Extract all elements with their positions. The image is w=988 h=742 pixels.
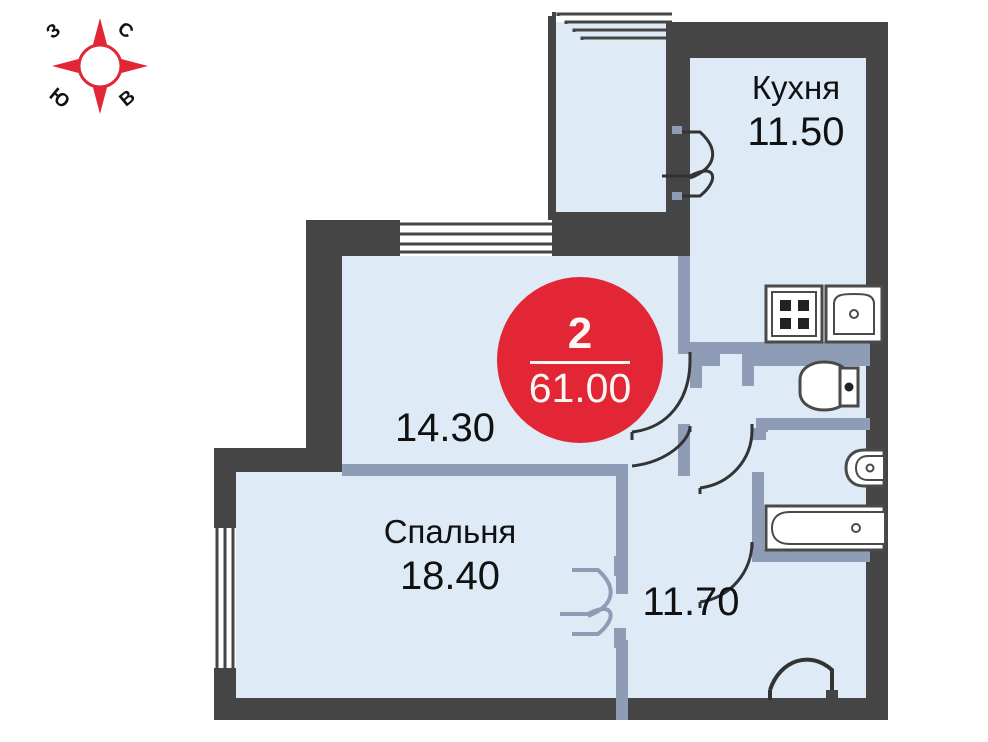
toilet-icon (798, 360, 860, 412)
apartment-badge: 2 61.00 (497, 277, 663, 443)
living-room-window (400, 220, 552, 256)
bathroom-door[interactable] (698, 541, 754, 608)
interior-walls (342, 256, 870, 720)
stove-icon (764, 284, 824, 344)
living-room-door[interactable] (630, 352, 692, 440)
toilet-door[interactable] (698, 424, 754, 494)
bedroom-door-jambs (614, 556, 626, 648)
living-hall-door[interactable] (631, 425, 692, 468)
balcony-glazing (556, 12, 672, 40)
compass-rose (52, 18, 148, 114)
kitchen-door[interactable] (662, 130, 715, 198)
compass-north-label: С (113, 18, 138, 44)
balcony-fill (552, 22, 666, 222)
balcony-glazing-frame (552, 12, 672, 224)
bathtub-icon (764, 504, 886, 552)
compass-south-label: Ю (44, 84, 74, 113)
badge-divider (530, 360, 630, 364)
badge-total-area: 61.00 (528, 364, 632, 411)
kitchen-sink-icon (824, 284, 884, 344)
compass-east-label: В (115, 86, 140, 112)
bedroom-fill (232, 470, 624, 718)
bedroom-door[interactable] (560, 568, 613, 636)
compass-labels: С В Ю З (42, 18, 152, 118)
entrance-door[interactable] (768, 657, 834, 700)
room-fills (232, 22, 872, 720)
kitchen-door-jambs (672, 126, 682, 200)
washbasin-icon (844, 448, 886, 488)
entrance-door-jamb (826, 690, 838, 702)
bedroom-window (214, 528, 236, 668)
badge-room-count: 2 (567, 308, 593, 358)
